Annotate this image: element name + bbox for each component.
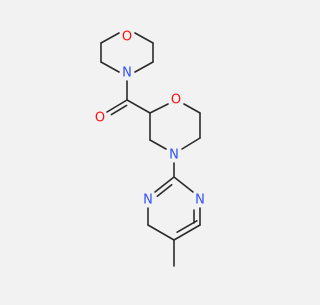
bond-top-left-n <box>100 61 120 73</box>
atom-pyrimidine-nitrogen-3: N <box>195 193 205 208</box>
bond-pyrimidine-c2-n1 <box>154 176 175 193</box>
bond-pyrimidine-c2-n1-second-line <box>156 184 173 197</box>
bond-top-o-left <box>100 32 120 44</box>
bond-carbonyl-c-ring-c <box>126 99 151 114</box>
bond-carbonyl-double-second-line <box>110 104 128 116</box>
bond-ch2-ring-n <box>181 137 201 150</box>
atom-carbonyl-oxygen: O <box>95 111 105 126</box>
bond-top-right-n <box>134 61 154 73</box>
bond-pyrimidine-c2-n3 <box>173 176 194 193</box>
bond-top-o-right <box>134 32 154 44</box>
bond-layer <box>100 32 201 267</box>
atom-ring-oxygen: O <box>171 93 181 108</box>
bond-ring-o-ch2 <box>183 103 201 114</box>
atom-morpholine-amide-nitrogen: N <box>122 66 132 81</box>
atom-pyrimidine-nitrogen-1: N <box>143 193 153 208</box>
molecule-structure: O N O O N N N <box>95 30 205 267</box>
molecule-canvas: O N O O N N N <box>95 30 205 267</box>
atom-morpholine-amide-oxygen: O <box>122 30 132 45</box>
atom-label-layer: O N O O N N N <box>95 30 205 208</box>
bond-pyrimidine-c6-c5 <box>147 224 175 241</box>
bond-carbonyl-double <box>106 99 128 113</box>
bond-ring-n-ch2 <box>149 139 167 150</box>
bond-pyrimidine-c5-c4 <box>173 224 201 241</box>
atom-ring-nitrogen: N <box>169 148 179 163</box>
bond-ring-c-ring-o <box>149 103 169 114</box>
